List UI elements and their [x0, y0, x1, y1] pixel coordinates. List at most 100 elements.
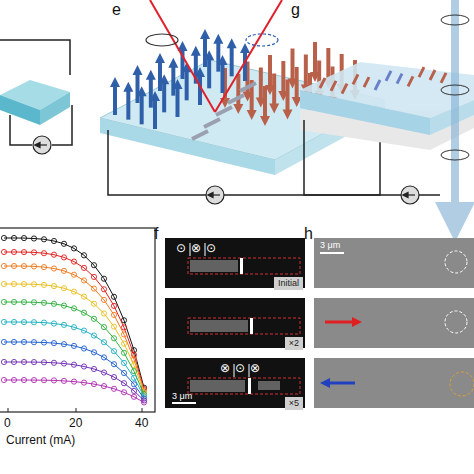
wall-arrow — [204, 119, 220, 127]
down-arrow-head — [260, 116, 270, 126]
data-curve — [4, 252, 144, 389]
spin-arrow — [441, 73, 446, 83]
panel-letter: g — [291, 2, 300, 18]
down-arrow-head — [233, 104, 243, 114]
down-arrow — [259, 68, 263, 100]
up-arrow-head — [159, 74, 169, 84]
up-arrow-head — [227, 38, 237, 48]
data-curve — [4, 342, 144, 399]
up-arrow — [221, 63, 225, 93]
tick-label: 20 — [69, 417, 82, 429]
polarity-symbol: ⊙ — [176, 242, 186, 254]
polarity-symbol: ⊗ — [220, 362, 230, 374]
up-arrow — [158, 61, 162, 91]
image-tag: Initial — [274, 277, 303, 290]
spin-arrow — [430, 70, 435, 80]
data-curves — [1, 235, 146, 405]
up-arrow — [153, 99, 157, 129]
up-arrow — [216, 42, 220, 72]
panel-f-images — [165, 238, 305, 408]
up-arrow-head — [150, 91, 160, 101]
up-arrow-head — [173, 79, 183, 89]
up-arrow-head — [195, 67, 205, 77]
spin-arrow — [408, 76, 413, 86]
panel-g-illustration — [300, 0, 474, 222]
up-arrow-head — [123, 82, 133, 92]
down-arrow — [268, 55, 272, 87]
up-arrow — [136, 73, 140, 103]
tick-label: 0 — [4, 417, 11, 429]
down-arrow-head — [269, 104, 279, 114]
image-tag: ×5 — [285, 397, 303, 410]
up-arrow — [149, 78, 153, 108]
down-arrow — [326, 48, 330, 80]
up-arrow — [126, 90, 130, 120]
spin-arrow — [342, 84, 347, 94]
up-arrow-head — [200, 29, 210, 39]
down-arrow — [291, 49, 295, 81]
spin-texture-arrows — [320, 67, 446, 93]
up-arrow-head — [218, 55, 228, 65]
spin-arrow — [419, 67, 424, 77]
polarity-symbol: ⊗ — [250, 362, 260, 374]
spin-arrow — [364, 77, 369, 87]
polarity-symbol: ⊗ — [191, 242, 201, 254]
panel-letter: f — [154, 226, 158, 242]
up-arrow-head — [204, 50, 214, 60]
tag-text: ×5 — [289, 399, 299, 408]
up-arrow-head — [137, 86, 147, 96]
spin-arrow — [397, 74, 402, 84]
scale-bar-label: 3 μm — [172, 392, 192, 401]
up-arrow-head — [110, 77, 120, 87]
down-arrow — [295, 67, 299, 99]
up-arrow — [162, 82, 166, 112]
line-chart — [0, 228, 155, 412]
up-arrow-head — [155, 53, 165, 63]
down-arrow — [304, 55, 308, 87]
data-curve — [4, 238, 144, 388]
spin-arrow — [320, 78, 325, 88]
image-tag: ×2 — [285, 337, 303, 350]
up-arrow-head — [240, 43, 250, 53]
down-arrow-head — [247, 110, 257, 120]
up-arrow — [203, 37, 207, 67]
down-arrow — [263, 86, 267, 118]
wall-arrow — [228, 95, 244, 103]
scale-bar-label: 3 μm — [320, 241, 340, 250]
up-arrow-head — [168, 58, 178, 68]
up-arrow-head — [191, 46, 201, 56]
panel-letter: e — [112, 2, 121, 18]
up-arrow — [171, 66, 175, 96]
up-arrow — [176, 87, 180, 117]
down-arrow-head — [283, 110, 293, 120]
data-curve — [4, 322, 144, 396]
polarity-symbol: ⊙ — [206, 242, 216, 254]
spin-arrow — [375, 80, 380, 90]
spin-arrow — [353, 74, 358, 84]
tag-text: ×2 — [289, 339, 299, 348]
spin-arrow — [386, 71, 391, 81]
up-arrow — [207, 58, 211, 88]
down-arrow — [286, 80, 290, 112]
spin-arrow — [331, 81, 336, 91]
data-curve — [4, 380, 144, 402]
up-arrow — [140, 94, 144, 124]
tick-label: 40 — [135, 417, 148, 429]
down-arrow — [272, 74, 276, 106]
axis-title: Current (mA) — [6, 434, 75, 446]
up-arrow-head — [213, 34, 223, 44]
up-arrow — [185, 70, 189, 100]
panel-h-images — [314, 238, 474, 408]
up-arrow-head — [133, 65, 143, 75]
panel-d-device — [0, 40, 72, 154]
data-curve — [4, 284, 144, 392]
wall-arrow — [192, 131, 208, 139]
down-arrow — [313, 42, 317, 74]
wall-arrow — [240, 83, 256, 91]
polarity-symbol: ⊙ — [235, 362, 245, 374]
up-arrow — [230, 46, 234, 76]
down-arrow — [281, 61, 285, 93]
panel-letter: h — [304, 226, 313, 242]
